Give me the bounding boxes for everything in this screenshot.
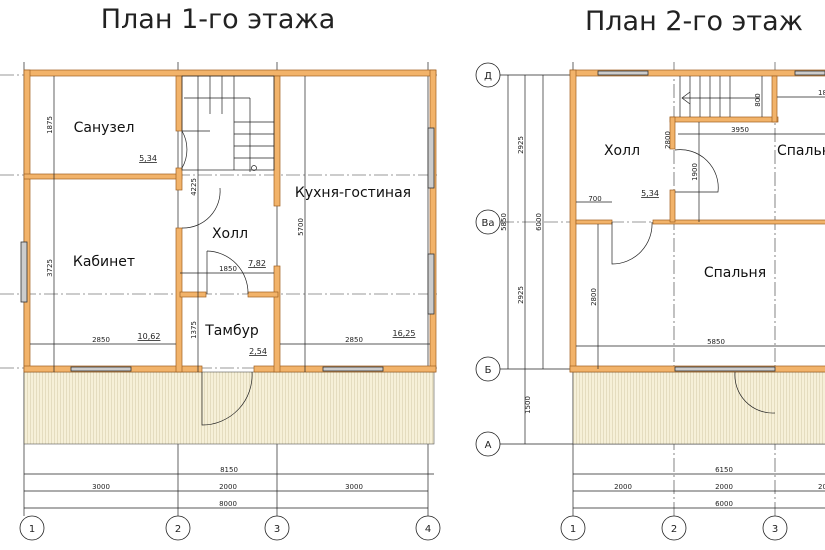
window — [427, 127, 435, 189]
dim-label: 3000 — [345, 483, 363, 491]
dim-label: 3725 — [46, 259, 54, 277]
dim-label: 3000 — [92, 483, 110, 491]
room-study-area: 10,62 — [138, 332, 161, 341]
window — [20, 241, 28, 303]
dim-label: 5850 — [500, 213, 508, 231]
plan-2-dimension-lines — [507, 75, 825, 509]
room-bedroom-label: Спальня — [704, 265, 766, 281]
plan-1-title: План 1-го этажа — [101, 4, 336, 35]
dim-label: 5700 — [297, 218, 305, 236]
axis-marker-1: 1 — [570, 524, 576, 535]
axis-marker-a: А — [485, 440, 492, 451]
axis-marker-3: 3 — [274, 524, 280, 535]
plan-1-axis-markers: 1 2 3 4 — [19, 515, 441, 541]
plan-1: План 1-го этажа — [0, 4, 441, 541]
plan-1-stairs — [181, 75, 275, 172]
dim-label: 8000 — [219, 500, 237, 508]
plan-2-stairs — [679, 76, 760, 117]
plan-2-doors — [611, 149, 776, 414]
dim-label: 6150 — [715, 466, 733, 474]
room-vestibule-label: Тамбур — [204, 323, 259, 339]
dim-label: 4225 — [190, 178, 198, 196]
dim-label: 8150 — [220, 466, 238, 474]
dim-label: 1500 — [524, 396, 532, 414]
dim-label: 20 — [818, 483, 825, 491]
room-kitchen-label: Кухня-гостиная — [295, 185, 411, 201]
axis-marker-b: Б — [485, 365, 492, 376]
room-hall-2-label: Холл — [604, 143, 640, 159]
dim-label: 2925 — [517, 286, 525, 304]
room-bedroom-2-label: Спальн — [777, 143, 825, 159]
room-bathroom-label: Санузел — [74, 120, 135, 136]
dim-label: 2800 — [664, 131, 672, 149]
window — [674, 366, 776, 372]
dim-label: 1875 — [46, 116, 54, 134]
axis-marker-d: Д — [484, 71, 492, 82]
plan-2: План 2-го этаж — [475, 6, 825, 541]
room-hall-2-area: 5,34 — [641, 189, 659, 198]
axis-marker-2: 2 — [175, 524, 181, 535]
window — [794, 70, 825, 76]
plan-1-terrace — [23, 371, 435, 445]
plan-1-dimension-lines — [24, 76, 434, 509]
plan-2-title: План 2-го этаж — [585, 6, 803, 37]
dim-label: 18 — [818, 89, 825, 97]
window — [70, 366, 132, 372]
dim-label: 5850 — [707, 338, 725, 346]
dim-label: 1375 — [190, 321, 198, 339]
dim-label: 2000 — [715, 483, 733, 491]
plan-2-terrace — [572, 371, 825, 445]
plan-1-doors — [181, 130, 253, 426]
dim-label: 1900 — [691, 163, 699, 181]
window — [322, 366, 384, 372]
dim-label: 2000 — [614, 483, 632, 491]
plan-2-axis-lines — [500, 62, 825, 516]
plan-2-walls — [569, 69, 825, 373]
dim-label: 2000 — [219, 483, 237, 491]
axis-marker-4: 4 — [425, 524, 431, 535]
axis-marker-1: 1 — [29, 524, 35, 535]
room-kitchen-area: 16,25 — [393, 329, 416, 338]
room-hall-area: 7,82 — [248, 259, 266, 268]
dim-label: 1850 — [219, 265, 237, 273]
dim-label: 6000 — [715, 500, 733, 508]
dim-label: 2850 — [345, 336, 363, 344]
window — [597, 70, 649, 76]
room-bathroom-area: 5,34 — [139, 154, 157, 163]
dim-label: 2850 — [92, 336, 110, 344]
room-vestibule-area: 2,54 — [249, 347, 267, 356]
room-hall-label: Холл — [212, 226, 248, 242]
axis-marker-va: Ва — [482, 218, 495, 229]
room-study-label: Кабинет — [73, 254, 135, 270]
dim-label: 800 — [754, 93, 762, 106]
dim-label: 6000 — [535, 213, 543, 231]
axis-marker-3: 3 — [772, 524, 778, 535]
axis-marker-2: 2 — [671, 524, 677, 535]
plan-1-axis-lines — [0, 62, 440, 516]
dim-label: 3950 — [731, 126, 749, 134]
plan-2-axis-markers: Д Ва Б А 1 2 3 — [475, 62, 788, 541]
dim-label: 2925 — [517, 136, 525, 154]
window — [427, 253, 435, 315]
dim-label: 700 — [588, 195, 601, 203]
dim-label: 2800 — [590, 288, 598, 306]
